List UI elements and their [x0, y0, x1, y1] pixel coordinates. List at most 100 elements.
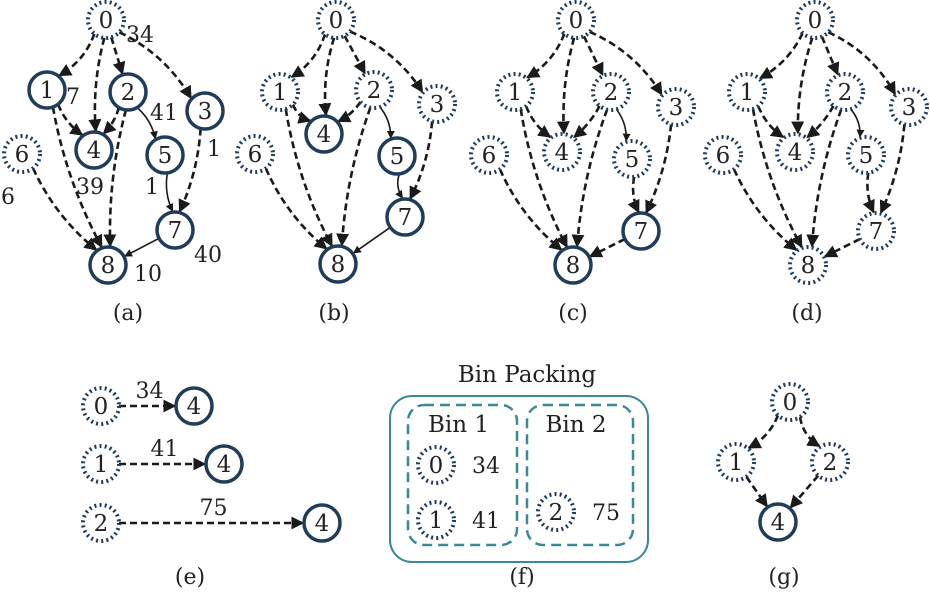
- graph-node: 1: [727, 72, 767, 112]
- node-label: 4: [771, 510, 786, 536]
- graph-node: 4: [542, 132, 582, 172]
- node-dotted-circle: [354, 70, 394, 110]
- graph-node: 5: [846, 135, 886, 175]
- node-label: 3: [430, 92, 445, 118]
- graph-node: 5: [145, 135, 185, 175]
- dashed-edge: [336, 107, 372, 247]
- dashed-edge: [573, 105, 601, 139]
- node-label: 4: [87, 138, 102, 164]
- graph-node: 1: [260, 72, 300, 112]
- graph-node: 2: [591, 72, 631, 112]
- dashed-edge: [862, 172, 875, 214]
- graph-node: 1: [716, 442, 756, 482]
- bin-packing-container: [389, 395, 649, 563]
- dashed-edge: [827, 31, 897, 96]
- dashed-edge: [879, 124, 906, 214]
- node-solid-circle: [145, 135, 185, 175]
- dashed-edge: [644, 124, 673, 214]
- node-solid-circle: [27, 70, 67, 110]
- graph-node: 1: [495, 72, 535, 112]
- node-dotted-circle: [235, 134, 275, 174]
- graph-node: 4: [174, 386, 214, 426]
- node-dotted-circle: [81, 503, 121, 543]
- dashed-edge: [556, 37, 576, 135]
- node-label: 0: [569, 8, 584, 34]
- solid-edge: [395, 173, 404, 199]
- node-solid-circle: [318, 244, 358, 284]
- graph-node: 1: [27, 70, 67, 110]
- dashed-edge: [118, 31, 193, 100]
- edge-weight-label: 6: [1, 185, 15, 210]
- edge-weight-label: 41: [150, 101, 178, 126]
- node-label: 3: [902, 95, 917, 121]
- item-weight: 75: [592, 501, 620, 526]
- dashed-edge: [102, 107, 121, 135]
- solid-edge: [379, 106, 395, 139]
- graph-node: 7: [155, 210, 195, 250]
- node-label: 4: [317, 122, 332, 148]
- node-dotted-circle: [770, 382, 810, 422]
- node-dotted-circle: [591, 72, 631, 112]
- solid-edge: [352, 226, 391, 254]
- node-label: 0: [783, 390, 798, 416]
- edge-weight-label: 41: [151, 437, 179, 462]
- node-label: 2: [121, 80, 136, 106]
- dashed-edge: [343, 35, 367, 75]
- node-dotted-circle: [556, 0, 596, 40]
- node-dotted-circle: [316, 0, 356, 40]
- node-dotted-circle: [417, 84, 457, 124]
- node-solid-circle: [385, 197, 425, 237]
- node-label: 0: [99, 8, 114, 34]
- node-solid-circle: [621, 211, 661, 251]
- node-dotted-circle: [889, 87, 929, 127]
- graph-node: 3: [417, 84, 457, 124]
- dashed-edge: [806, 105, 835, 139]
- graph-node: 4: [74, 130, 114, 170]
- node-label: 1: [40, 78, 55, 104]
- node-solid-circle: [302, 503, 342, 543]
- node-solid-circle: [204, 444, 244, 484]
- node-dotted-circle: [788, 245, 828, 285]
- graph-node: 2: [810, 442, 850, 482]
- graph-node: 3: [656, 87, 696, 127]
- graph-node: 6: [469, 135, 509, 175]
- node-label: 7: [168, 218, 183, 244]
- graph-node: 0: [416, 445, 456, 485]
- dashed-edge: [757, 105, 785, 139]
- graph-node: 4: [302, 503, 342, 543]
- node-label: 5: [390, 144, 405, 170]
- dashed-edge: [56, 103, 84, 137]
- dashed-edge: [806, 109, 843, 248]
- node-label: 4: [187, 394, 202, 420]
- node-solid-circle: [377, 136, 417, 176]
- dashed-edge: [178, 128, 202, 213]
- bin-box: [406, 403, 519, 547]
- edge-weight-label: 34: [126, 23, 154, 48]
- dashed-edge: [264, 167, 328, 250]
- node-dotted-circle: [856, 211, 896, 251]
- edge-weight-label: 34: [136, 379, 164, 404]
- node-solid-circle: [304, 114, 344, 154]
- graph-node: 6: [703, 135, 743, 175]
- graph-node: 7: [856, 211, 896, 251]
- graph-node: 8: [88, 245, 128, 285]
- node-label: 6: [248, 142, 263, 168]
- graph-node: 8: [788, 245, 828, 285]
- dashed-edge: [31, 167, 98, 251]
- node-solid-circle: [553, 245, 593, 285]
- solid-edge: [165, 172, 174, 212]
- dashed-edge: [290, 33, 327, 79]
- node-label: 4: [555, 140, 570, 166]
- node-label: 0: [329, 8, 344, 34]
- node-label: 0: [429, 453, 444, 479]
- node-dotted-circle: [81, 444, 121, 484]
- dashed-edge: [526, 33, 566, 79]
- dashed-edge: [791, 37, 814, 135]
- node-dotted-circle: [416, 500, 456, 540]
- solid-edge: [850, 108, 865, 138]
- dashed-edge: [820, 36, 840, 76]
- dashed-edge: [589, 30, 663, 96]
- dashed-edge: [318, 37, 336, 117]
- graph-node: 0: [770, 382, 810, 422]
- graph-node: 6: [235, 134, 275, 174]
